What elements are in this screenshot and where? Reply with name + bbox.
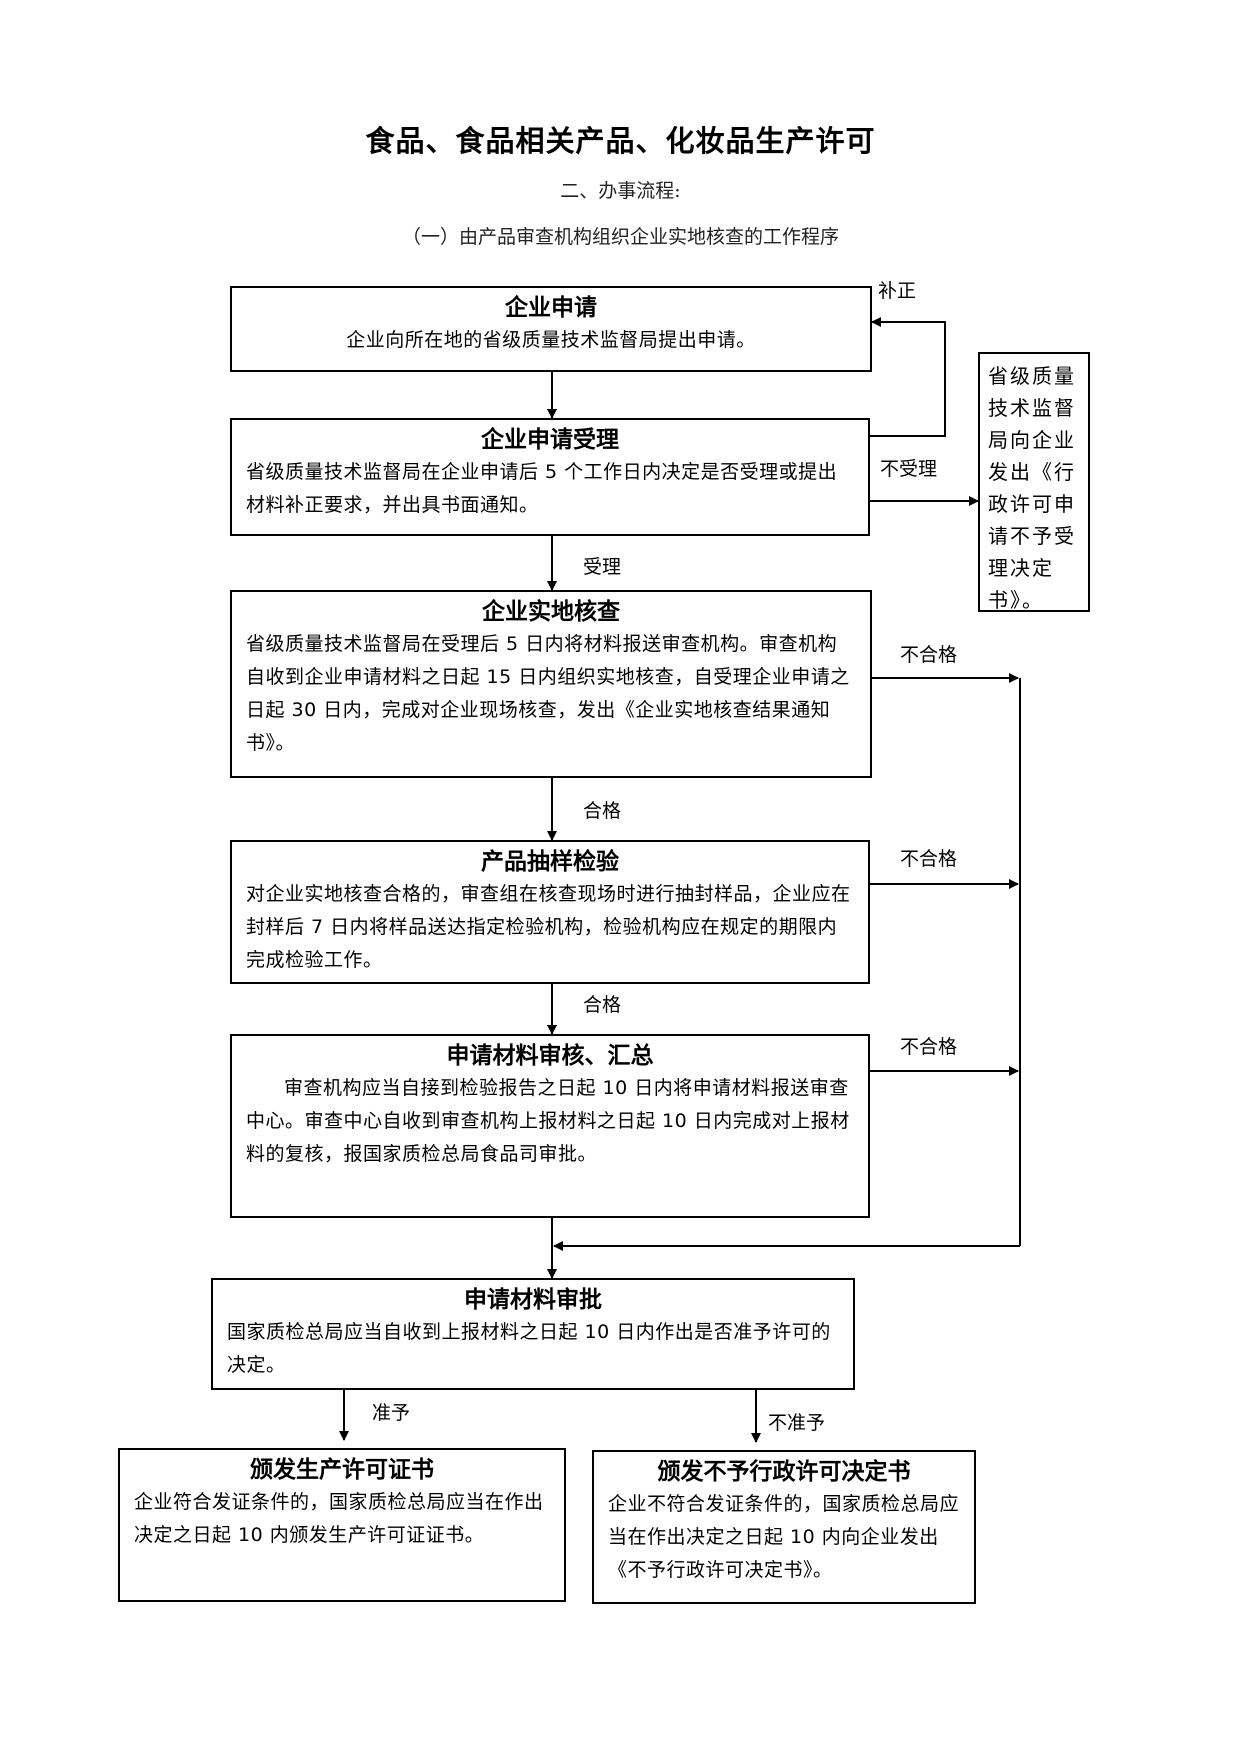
node-review: 申请材料审核、汇总 审查机构应当自接到检验报告之日起 10 日内将申请材料报送审… <box>230 1034 870 1218</box>
node-grant: 颁发生产许可证书 企业符合发证条件的，国家质检总局应当在作出决定之日起 10 内… <box>118 1448 566 1602</box>
arrow-supplement-loop <box>870 317 946 437</box>
node-inspect-title: 企业实地核查 <box>482 598 620 625</box>
node-sampling-text: 对企业实地核查合格的，审查组在核查现场时进行抽封样品，企业应在封样后 7 日内将… <box>246 883 851 971</box>
node-sampling-title: 产品抽样检验 <box>481 848 619 875</box>
page-title: 食品、食品相关产品、化妆品生产许可 <box>365 124 876 158</box>
label-grant: 准予 <box>372 1402 411 1424</box>
subsection-heading: （一）由产品审查机构组织企业实地核查的工作程序 <box>401 226 839 248</box>
label-pass-2: 合格 <box>583 994 622 1016</box>
node-apply: 企业申请 企业向所在地的省级质量技术监督局提出申请。 <box>230 286 872 372</box>
label-pass-1: 合格 <box>583 800 622 822</box>
node-approve-text: 国家质检总局应当自收到上报材料之日起 10 日内作出是否准予许可的决定。 <box>227 1321 831 1376</box>
node-reject-notice: 省级质量技术监督局向企业发出《行政许可申请不予受理决定书》。 <box>978 352 1090 612</box>
node-approve-title: 申请材料审批 <box>464 1286 602 1313</box>
node-deny: 颁发不予行政许可决定书 企业不符合发证条件的，国家质检总局应当在作出决定之日起 … <box>592 1450 976 1604</box>
label-fail-2: 不合格 <box>900 848 958 870</box>
node-approve: 申请材料审批 国家质检总局应当自收到上报材料之日起 10 日内作出是否准予许可的… <box>211 1278 855 1390</box>
node-deny-text: 企业不符合发证条件的，国家质检总局应当在作出决定之日起 10 内向企业发出《不予… <box>608 1493 960 1581</box>
label-deny: 不准予 <box>768 1412 826 1434</box>
node-sampling: 产品抽样检验 对企业实地核查合格的，审查组在核查现场时进行抽封样品，企业应在封样… <box>230 840 870 984</box>
section-heading: 二、办事流程: <box>560 180 681 202</box>
node-inspect-text: 省级质量技术监督局在受理后 5 日内将材料报送审查机构。审查机构自收到企业申请材… <box>246 633 850 754</box>
node-review-text: 审查机构应当自接到检验报告之日起 10 日内将申请材料报送审查中心。审查中心自收… <box>246 1077 850 1165</box>
node-grant-title: 颁发生产许可证书 <box>250 1456 434 1483</box>
label-supplement: 补正 <box>878 280 917 302</box>
node-deny-title: 颁发不予行政许可决定书 <box>657 1458 911 1485</box>
label-fail-1: 不合格 <box>900 644 958 666</box>
node-grant-text: 企业符合发证条件的，国家质检总局应当在作出决定之日起 10 内颁发生产许可证证书… <box>134 1491 544 1546</box>
label-accepted: 受理 <box>583 556 622 578</box>
node-reject-notice-text: 省级质量技术监督局向企业发出《行政许可申请不予受理决定书》。 <box>988 364 1076 612</box>
node-review-title: 申请材料审核、汇总 <box>446 1042 654 1069</box>
node-apply-text: 企业向所在地的省级质量技术监督局提出申请。 <box>346 329 756 351</box>
label-fail-3: 不合格 <box>900 1036 958 1058</box>
label-not-accepted: 不受理 <box>880 458 938 480</box>
node-inspect: 企业实地核查 省级质量技术监督局在受理后 5 日内将材料报送审查机构。审查机构自… <box>230 590 872 778</box>
node-accept-title: 企业申请受理 <box>481 426 619 453</box>
node-apply-title: 企业申请 <box>505 294 597 321</box>
node-accept-text: 省级质量技术监督局在企业申请后 5 个工作日内决定是否受理或提出材料补正要求，并… <box>246 461 838 516</box>
node-accept: 企业申请受理 省级质量技术监督局在企业申请后 5 个工作日内决定是否受理或提出材… <box>230 418 870 536</box>
